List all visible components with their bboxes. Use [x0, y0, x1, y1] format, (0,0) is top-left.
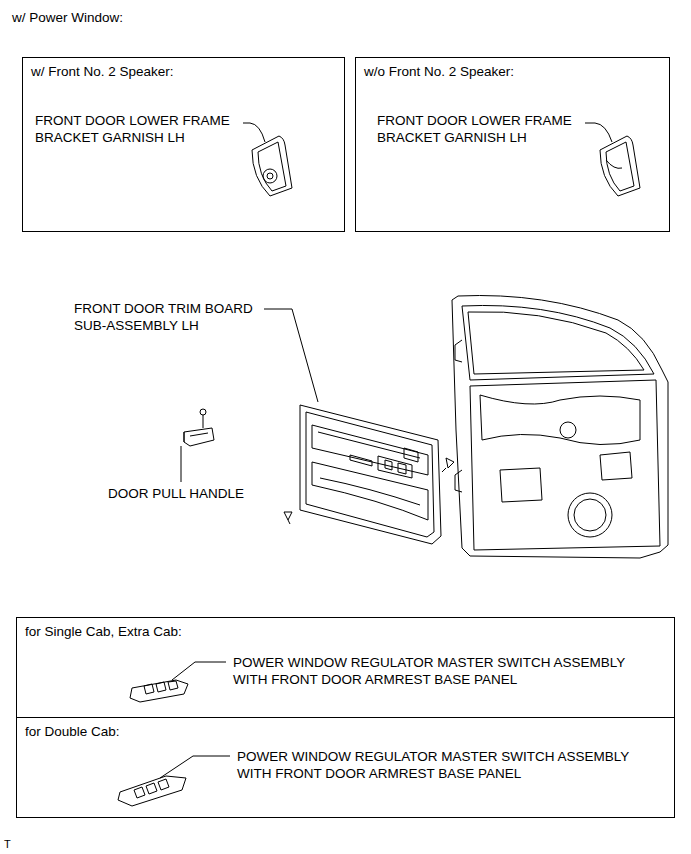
master-switch: [130, 680, 188, 702]
door-panel: [452, 296, 668, 559]
leader-line: [264, 309, 318, 402]
trim-board: [300, 405, 441, 544]
garnish: [600, 136, 640, 196]
title: w/ Power Window:: [12, 10, 123, 27]
master-switch: [118, 776, 186, 806]
condition-heading: w/o Front No. 2 Speaker:: [364, 64, 664, 81]
leader-line: [181, 446, 182, 482]
condition-heading: for Single Cab, Extra Cab:: [25, 624, 625, 641]
condition-heading: w/ Front No. 2 Speaker:: [31, 64, 331, 81]
screw: [284, 458, 454, 524]
option-box: for Double Cab: POWER WINDOW REGULATOR MA…: [16, 717, 675, 818]
part-name: POWER WINDOW REGULATOR MASTER SWITCH ASS…: [233, 655, 648, 689]
option-box: w/ Front No. 2 Speaker: FRONT DOOR LOWER …: [22, 57, 345, 232]
part-name: FRONT DOOR LOWER FRAME BRACKET GARNISH L…: [35, 113, 240, 147]
option-box: w/o Front No. 2 Speaker: FRONT DOOR LOWER…: [355, 57, 670, 232]
garnish-with-speaker: [252, 136, 292, 196]
part-name: DOOR PULL HANDLE: [108, 486, 268, 503]
part-name: POWER WINDOW REGULATOR MASTER SWITCH ASS…: [237, 749, 652, 783]
part-name: FRONT DOOR TRIM BOARD SUB-ASSEMBLY LH: [74, 301, 260, 335]
figure-code: T: [4, 838, 24, 852]
part-name: FRONT DOOR LOWER FRAME BRACKET GARNISH L…: [377, 113, 582, 147]
door-pull-handle: [184, 409, 214, 446]
leader-line: [172, 662, 226, 680]
condition-heading: for Double Cab:: [25, 724, 625, 741]
option-box: for Single Cab, Extra Cab: POWER WINDOW R…: [16, 617, 675, 718]
leader-line: [160, 756, 230, 778]
leader-line: [585, 123, 612, 142]
leader-line: [243, 123, 265, 142]
